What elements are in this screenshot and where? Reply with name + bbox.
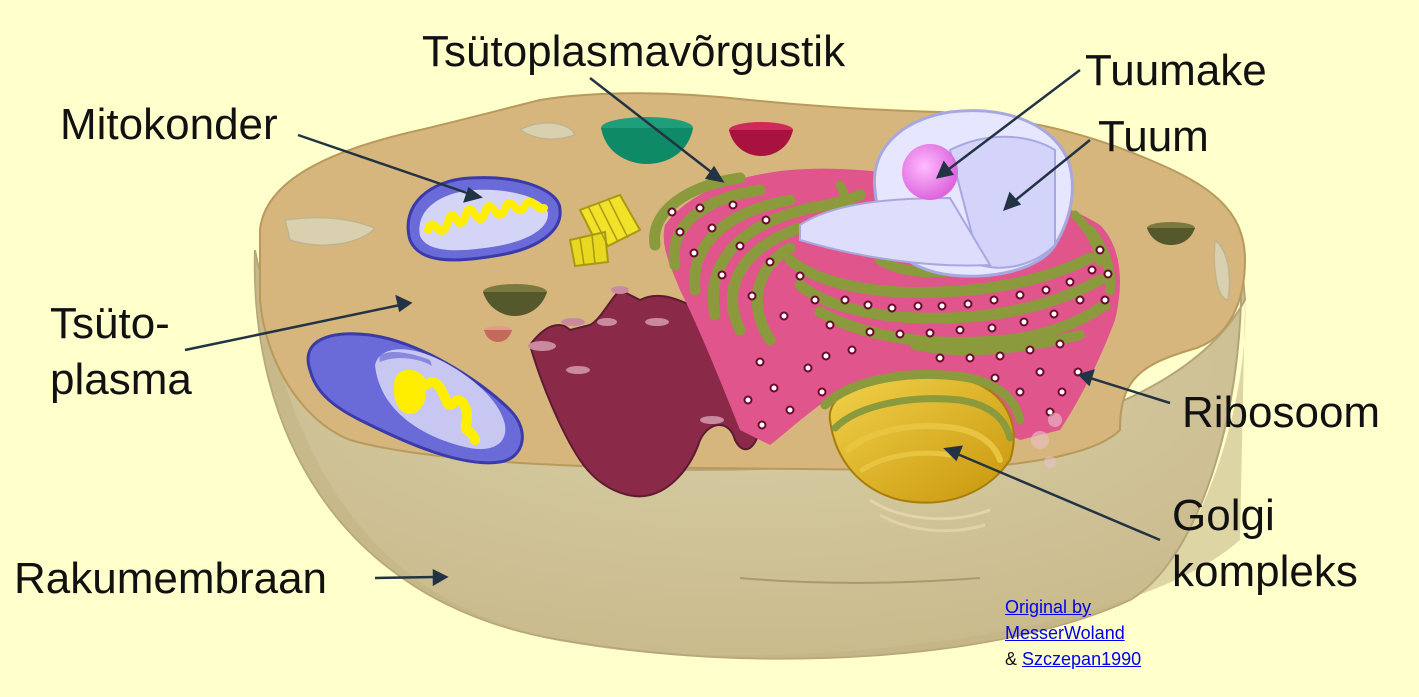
credit-ampersand: & xyxy=(1005,649,1018,669)
label-nucleus: Tuum xyxy=(1098,112,1209,161)
label-cytoplasm-line2: plasma xyxy=(50,355,192,404)
ribosome-arrow xyxy=(1077,369,1171,405)
label-golgi-line1: Golgi xyxy=(1172,491,1275,540)
label-endoplasmic-reticulum: Tsütoplasmavõrgustik xyxy=(422,27,846,76)
vesicle-olive xyxy=(483,284,547,316)
er-arrow xyxy=(589,77,725,183)
mitochondrion-arrow xyxy=(297,133,483,203)
vesicle-green xyxy=(601,117,693,164)
golgi-complex xyxy=(820,369,1062,533)
nucleus xyxy=(799,109,1074,278)
label-cell-membrane: Rakumembraan xyxy=(14,554,328,603)
label-mitochondrion: Mitokonder xyxy=(60,100,278,149)
nucleus-arrow xyxy=(1003,139,1091,212)
credit-link-original[interactable]: Original by xyxy=(1005,597,1092,617)
membrane-arrow xyxy=(374,568,449,587)
leader-lines xyxy=(184,69,1171,587)
credit-link-messerwoland[interactable]: MesserWoland xyxy=(1005,623,1125,643)
mitochondrion-top xyxy=(406,176,562,262)
image-credit: Original by MesserWoland & Szczepan1990 xyxy=(1005,594,1141,672)
centriole xyxy=(568,193,642,268)
vesicle-right xyxy=(1147,222,1195,245)
golgi-arrow xyxy=(943,445,1161,542)
label-ribosome: Ribosoom xyxy=(1182,388,1381,437)
cytoplasm-arrow xyxy=(184,294,413,352)
nucleolus-arrow xyxy=(935,69,1081,179)
nucleolus xyxy=(902,144,958,200)
vesicle-red xyxy=(729,122,793,156)
credit-link-szczepan[interactable]: Szczepan1990 xyxy=(1022,649,1142,669)
mitochondrion-bottom xyxy=(306,332,524,465)
label-golgi-line2: kompleks xyxy=(1172,547,1358,596)
vesicle-small xyxy=(484,326,512,342)
label-cytoplasm-line1: Tsüto- xyxy=(50,299,170,348)
label-nucleolus: Tuumake xyxy=(1085,46,1267,95)
